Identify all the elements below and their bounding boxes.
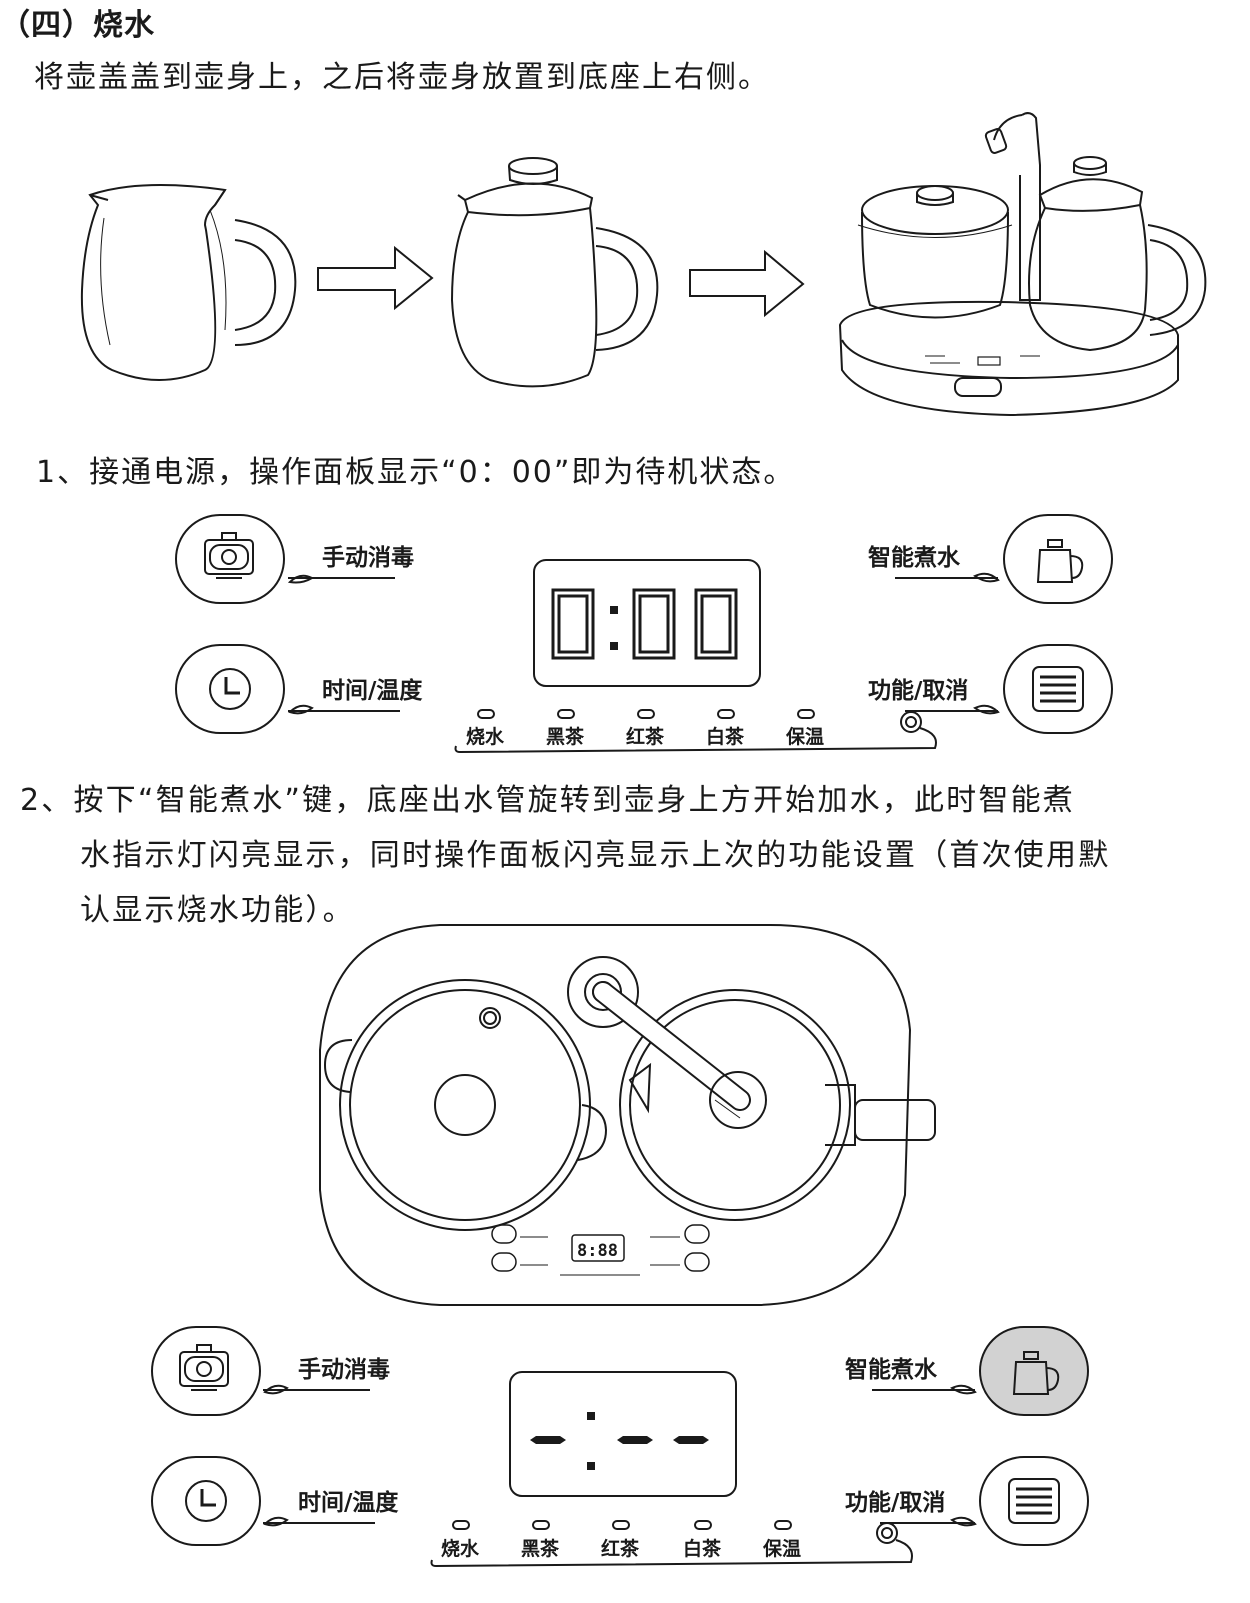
mode-label: 烧水 bbox=[466, 726, 505, 748]
mini-display: 8:88 bbox=[577, 1241, 618, 1261]
leaf-icon bbox=[263, 1516, 289, 1527]
arrow-right-2 bbox=[689, 249, 805, 318]
kettle-icon bbox=[1047, 539, 1063, 548]
lcd-display bbox=[533, 559, 761, 687]
mode-label: 黑茶 bbox=[521, 1537, 560, 1560]
smart-boil-button[interactable] bbox=[1003, 514, 1113, 604]
mode-label: 红茶 bbox=[626, 725, 665, 748]
disinfect-label: 手动消毒 bbox=[322, 545, 414, 571]
led bbox=[774, 1520, 792, 1530]
leaf-icon bbox=[263, 1384, 289, 1395]
dash-segments bbox=[530, 1412, 709, 1470]
leaf-icon bbox=[950, 1516, 977, 1527]
step-2-line-1: 2、按下“智能煮水”键，底座出水管旋转到壶身上方开始加水，此时智能煮 bbox=[20, 783, 1075, 818]
kettle-lid-illustration bbox=[450, 157, 659, 388]
led bbox=[532, 1520, 550, 1530]
menu-icon bbox=[1032, 666, 1084, 712]
leaf-icon bbox=[973, 572, 1000, 583]
mode-label: 黑茶 bbox=[546, 725, 585, 748]
spiral-icon bbox=[876, 1522, 898, 1544]
tea-station-illustration bbox=[838, 112, 1207, 417]
led bbox=[717, 709, 735, 719]
kettle-icon bbox=[1023, 1351, 1039, 1360]
arrow-right-1 bbox=[317, 245, 434, 311]
clock-icon bbox=[209, 668, 251, 710]
leaf-icon bbox=[973, 704, 1000, 715]
step-2-line-2: 水指示灯闪亮显示，同时操作面板闪亮显示上次的功能设置（首次使用默 bbox=[80, 838, 1111, 873]
control-panel-standby: 手动消毒 时间/温度 bbox=[175, 514, 1113, 754]
disinfect-label: 手动消毒 bbox=[298, 1357, 390, 1383]
step-1-text: 1、接通电源，操作面板显示“0：00”即为待机状态。 bbox=[36, 455, 796, 490]
time-temp-button[interactable] bbox=[151, 1456, 261, 1546]
lcd-display bbox=[509, 1371, 737, 1497]
time-temp-label: 时间/温度 bbox=[322, 677, 423, 704]
leaf-icon bbox=[288, 704, 314, 715]
disinfect-button[interactable] bbox=[175, 514, 285, 604]
led bbox=[797, 709, 815, 719]
digit-0 bbox=[694, 588, 738, 660]
mode-label: 白茶 bbox=[706, 725, 745, 748]
led bbox=[694, 1520, 712, 1530]
section-heading: （四）烧水 bbox=[0, 8, 155, 43]
function-label: 功能/取消 bbox=[868, 677, 968, 704]
smart-boil-label: 智能煮水 bbox=[868, 544, 961, 571]
mode-label: 红茶 bbox=[601, 1537, 640, 1560]
digit-0 bbox=[551, 588, 595, 660]
mode-label: 保温 bbox=[762, 1537, 801, 1560]
led bbox=[477, 709, 495, 719]
function-cancel-button[interactable] bbox=[979, 1456, 1089, 1546]
mode-label: 白茶 bbox=[683, 1537, 722, 1560]
led bbox=[452, 1520, 470, 1530]
panel-outline bbox=[430, 1539, 913, 1568]
leaf-icon bbox=[287, 574, 315, 584]
pot-icon bbox=[204, 539, 254, 575]
colon bbox=[610, 606, 618, 650]
step-2-line-3: 认显示烧水功能）。 bbox=[80, 893, 355, 928]
time-temp-button[interactable] bbox=[175, 644, 285, 734]
control-panel-smart-boil: 手动消毒 时间/温度 烧水 黑茶 红茶 白茶 保温 bbox=[151, 1326, 1089, 1568]
mode-indicators bbox=[477, 709, 815, 719]
digit-0 bbox=[632, 588, 676, 660]
kettle-open-illustration bbox=[80, 184, 297, 381]
smart-boil-button-active[interactable] bbox=[979, 1326, 1089, 1416]
base-top-view-illustration: 8:88 bbox=[319, 924, 936, 1306]
smart-boil-label: 智能煮水 bbox=[845, 1356, 938, 1383]
function-label: 功能/取消 bbox=[845, 1489, 945, 1516]
led bbox=[557, 709, 575, 719]
menu-icon bbox=[1008, 1478, 1060, 1524]
panel-outline bbox=[454, 727, 937, 754]
clock-icon bbox=[185, 1480, 227, 1522]
leaf-icon bbox=[950, 1384, 977, 1395]
mode-label: 烧水 bbox=[441, 1538, 480, 1560]
mode-indicators bbox=[452, 1520, 792, 1530]
mode-label: 保温 bbox=[785, 725, 824, 748]
led bbox=[637, 709, 655, 719]
spiral-icon bbox=[900, 711, 922, 733]
led bbox=[612, 1520, 630, 1530]
time-temp-label: 时间/温度 bbox=[298, 1489, 399, 1516]
intro-text: 将壶盖盖到壶身上，之后将壶身放置到底座上右侧。 bbox=[34, 60, 770, 95]
disinfect-button[interactable] bbox=[151, 1326, 261, 1416]
pot-icon bbox=[179, 1351, 229, 1387]
function-cancel-button[interactable] bbox=[1003, 644, 1113, 734]
